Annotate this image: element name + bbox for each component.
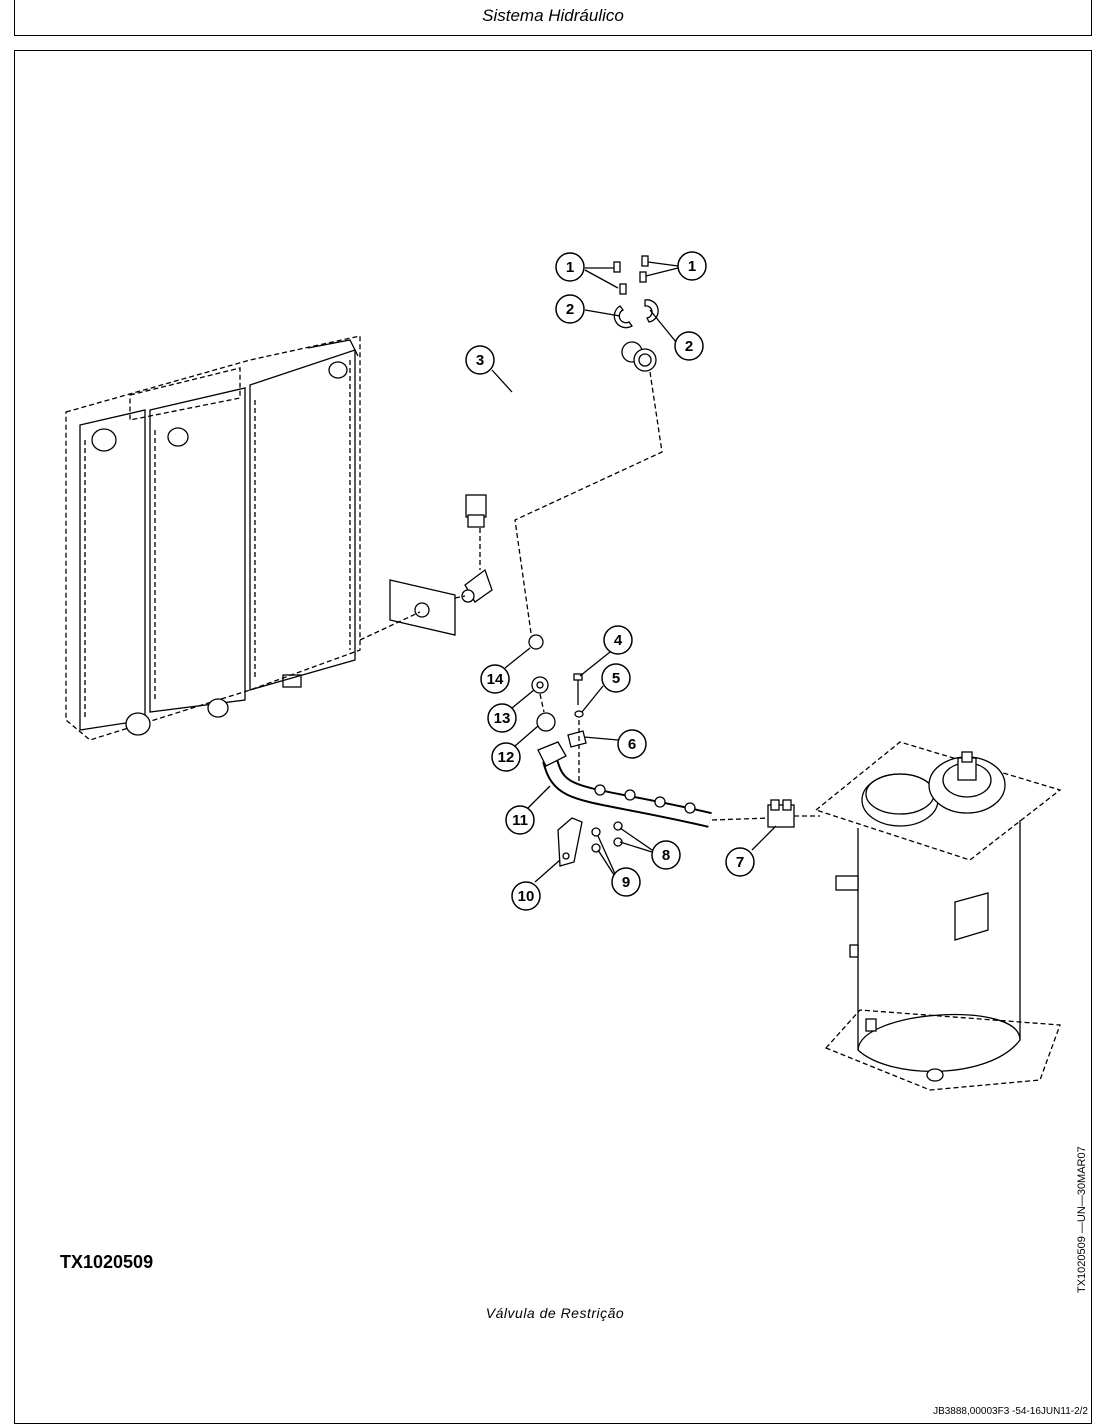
figure-side-code: TX1020509 —UN—30MAR07 — [1076, 1146, 1088, 1293]
figure-caption: Válvula de Restrição — [485, 1305, 625, 1321]
svg-text:14: 14 — [487, 671, 504, 688]
page-title: Sistema Hidráulico — [482, 6, 624, 25]
hydraulic-tank — [814, 741, 1062, 1091]
svg-text:5: 5 — [612, 670, 620, 687]
callout-6: 6 — [617, 729, 647, 759]
leader-lines — [491, 261, 777, 883]
svg-text:8: 8 — [662, 847, 670, 864]
tube-assembly — [537, 741, 771, 828]
callout-1a: 1 — [555, 252, 585, 282]
hose — [465, 339, 663, 641]
fitting-small-parts — [528, 634, 556, 732]
footer-reference: JB3888,00003F3 -54-16JUN11-2/2 — [933, 1406, 1088, 1417]
svg-text:12: 12 — [498, 749, 515, 766]
svg-text:6: 6 — [628, 736, 636, 753]
callout-3: 3 — [465, 345, 495, 375]
svg-text:2: 2 — [685, 338, 693, 355]
svg-text:13: 13 — [494, 710, 511, 727]
callout-11: 11 — [505, 805, 535, 835]
bracket — [557, 817, 623, 867]
svg-text:3: 3 — [476, 352, 484, 369]
elbow-fitting — [454, 528, 493, 603]
svg-text:1: 1 — [688, 258, 696, 275]
split-flange-parts — [613, 255, 659, 329]
coupling — [767, 799, 820, 828]
callout-12: 12 — [491, 742, 521, 772]
callout-10: 10 — [511, 881, 541, 911]
callout-4: 4 — [603, 625, 633, 655]
svg-text:4: 4 — [614, 632, 623, 649]
callout-8: 8 — [651, 840, 681, 870]
callout-2b: 2 — [674, 331, 704, 361]
callout-14: 14 — [480, 664, 510, 694]
callout-9: 9 — [611, 867, 641, 897]
page-header: Sistema Hidráulico — [14, 0, 1092, 36]
callout-7: 7 — [725, 847, 755, 877]
svg-text:10: 10 — [518, 888, 535, 905]
callout-1b: 1 — [677, 251, 707, 281]
svg-text:2: 2 — [566, 301, 574, 318]
callout-5: 5 — [601, 663, 631, 693]
callout-13: 13 — [487, 703, 517, 733]
mounting-plate — [359, 579, 456, 641]
cooler-assembly — [65, 335, 361, 741]
figure-frame — [14, 50, 1092, 1424]
figure-id: TX1020509 — [60, 1252, 154, 1272]
svg-text:9: 9 — [622, 874, 630, 891]
svg-text:7: 7 — [736, 854, 744, 871]
svg-text:11: 11 — [512, 812, 528, 829]
callout-2a: 2 — [555, 294, 585, 324]
svg-text:1: 1 — [566, 259, 574, 276]
